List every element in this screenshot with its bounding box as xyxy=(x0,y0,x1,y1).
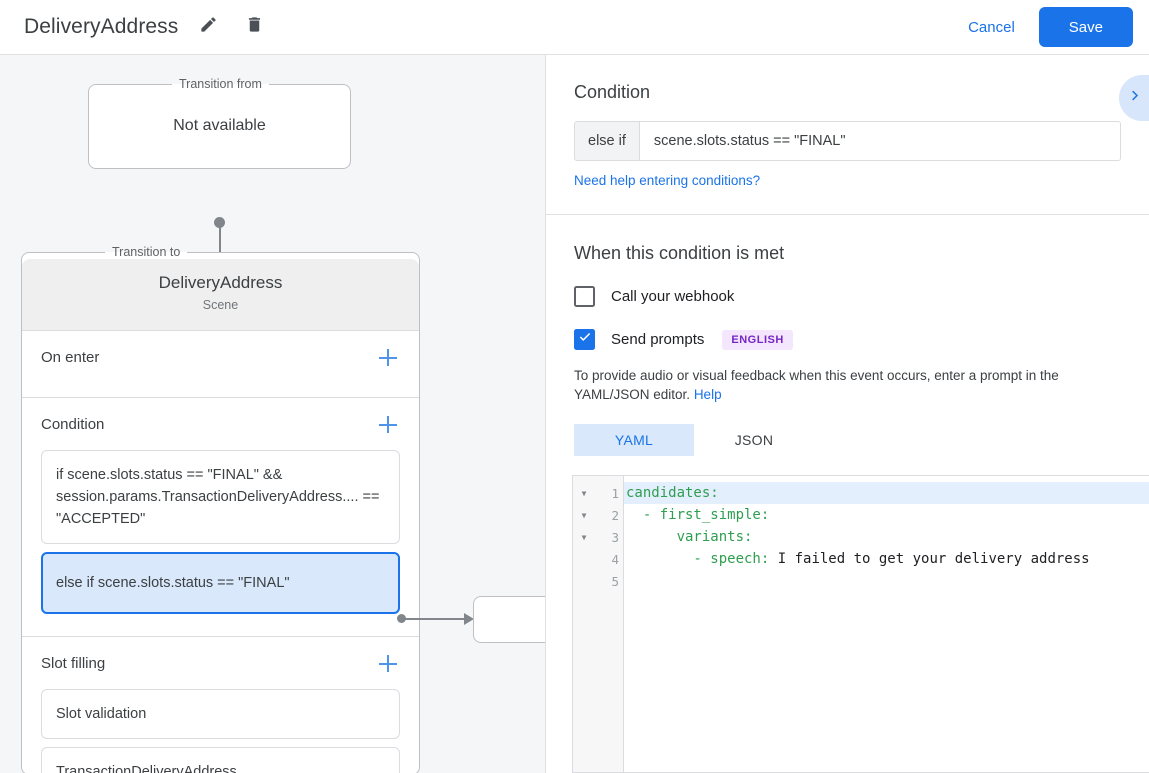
branch-connector-dot xyxy=(397,614,406,623)
section-slot-filling: Slot filling Slot validation Transaction… xyxy=(22,637,419,773)
editor-code-line xyxy=(624,570,1149,592)
prompts-help-link[interactable]: Help xyxy=(693,387,722,402)
editor-gutter-line: 5 xyxy=(573,570,623,592)
scene-type: Scene xyxy=(202,298,239,312)
fold-triangle-icon[interactable]: ▼ xyxy=(581,532,587,542)
transition-from-legend: Transition from xyxy=(179,77,262,91)
editor-line-number: 3 xyxy=(611,529,619,545)
section-condition-head: Condition xyxy=(41,398,400,450)
save-button[interactable]: Save xyxy=(1038,7,1133,47)
collapse-panel-button[interactable] xyxy=(1119,75,1149,121)
chevron-right-icon xyxy=(1127,88,1142,108)
section-slot-filling-head: Slot filling xyxy=(41,637,400,689)
webhook-row[interactable]: Call your webhook xyxy=(574,286,1121,307)
condition-help-link[interactable]: Need help entering conditions? xyxy=(574,173,761,188)
section-on-enter-head: On enter xyxy=(41,331,400,383)
editor-line-number: 1 xyxy=(611,485,619,501)
cancel-button[interactable]: Cancel xyxy=(954,11,1029,44)
editor-line-number: 5 xyxy=(611,573,619,589)
send-prompts-checkbox[interactable] xyxy=(574,329,595,350)
condition-section-title: Condition xyxy=(574,82,651,102)
fold-triangle-icon[interactable]: ▼ xyxy=(581,510,587,520)
fold-triangle-icon[interactable]: ▼ xyxy=(581,488,587,498)
branch-connector-line xyxy=(405,618,467,620)
section-slot-filling-title: Slot filling xyxy=(41,654,106,672)
condition-item[interactable]: if scene.slots.status == "FINAL" && sess… xyxy=(41,450,400,544)
send-prompts-label: Send prompts xyxy=(611,331,705,348)
trash-icon xyxy=(245,15,264,39)
yaml-key: candidates: xyxy=(626,485,719,501)
yaml-value: I failed to get your delivery address xyxy=(769,551,1090,567)
scene-header: DeliveryAddress Scene xyxy=(22,259,419,331)
section-condition: Condition if scene.slots.status == "FINA… xyxy=(22,398,419,637)
add-condition-icon[interactable] xyxy=(376,412,400,436)
condition-operator-label: else if xyxy=(575,122,640,160)
prompts-helper-sentence: To provide audio or visual feedback when… xyxy=(574,368,1059,402)
flow-canvas[interactable]: Transition from Not available Transition… xyxy=(0,55,545,773)
condition-input-row[interactable]: else if scene.slots.status == "FINAL" xyxy=(574,121,1121,161)
connector-dot xyxy=(214,217,225,228)
details-pane: Condition else if scene.slots.status == … xyxy=(546,55,1149,773)
branch-target-node[interactable] xyxy=(473,596,545,643)
add-on-enter-icon[interactable] xyxy=(376,345,400,369)
transition-to-node[interactable]: Transition to DeliveryAddress Scene On e… xyxy=(21,245,420,773)
condition-item-selected[interactable]: else if scene.slots.status == "FINAL" xyxy=(41,552,400,614)
editor-code-area[interactable]: candidates: - first_simple: variants: - … xyxy=(624,476,1149,772)
transition-to-legend: Transition to xyxy=(112,245,181,259)
when-condition-met-section: When this condition is met Call your web… xyxy=(546,215,1149,456)
pane-divider xyxy=(545,55,546,773)
call-webhook-checkbox[interactable] xyxy=(574,286,595,307)
transition-from-node[interactable]: Transition from Not available xyxy=(88,77,351,169)
section-condition-title: Condition xyxy=(41,415,105,433)
section-separator xyxy=(546,214,1149,215)
check-icon xyxy=(578,330,592,349)
condition-section: Condition else if scene.slots.status == … xyxy=(546,55,1149,190)
edit-name-button[interactable] xyxy=(192,11,224,43)
editor-gutter-line: ▼3 xyxy=(573,526,623,548)
branch-connector-arrow-icon xyxy=(464,613,474,625)
editor-line-number: 2 xyxy=(611,507,619,523)
tab-json[interactable]: JSON xyxy=(734,432,774,448)
scene-name: DeliveryAddress xyxy=(158,273,283,292)
editor-code-line: candidates: xyxy=(624,482,1149,504)
yaml-key: - first_simple: xyxy=(626,507,770,523)
editor-line-number: 4 xyxy=(611,551,619,567)
editor-code-line: variants: xyxy=(624,526,1149,548)
top-bar: DeliveryAddress Cancel Save xyxy=(0,0,1149,55)
format-tabs: YAML JSON xyxy=(574,424,1121,456)
editor-gutter-line: ▼1 xyxy=(573,482,623,504)
yaml-key: - speech: xyxy=(626,551,770,567)
language-badge: ENGLISH xyxy=(722,329,793,350)
add-slot-filling-icon[interactable] xyxy=(376,651,400,675)
yaml-key: variants: xyxy=(626,529,753,545)
editor-code-line: - first_simple: xyxy=(624,504,1149,526)
editor-gutter-line: 4 xyxy=(573,548,623,570)
call-webhook-label: Call your webhook xyxy=(611,288,735,305)
when-condition-met-title: When this condition is met xyxy=(574,243,785,263)
condition-expression-input[interactable]: scene.slots.status == "FINAL" xyxy=(639,122,1120,160)
transition-from-value: Not available xyxy=(173,116,266,134)
editor-gutter-line: ▼2 xyxy=(573,504,623,526)
slot-filling-item[interactable]: TransactionDeliveryAddress xyxy=(41,747,400,773)
pencil-icon xyxy=(199,15,218,39)
prompts-helper-text: To provide audio or visual feedback when… xyxy=(574,366,1121,404)
delete-button[interactable] xyxy=(238,11,270,43)
section-on-enter-title: On enter xyxy=(41,348,100,366)
tab-yaml[interactable]: YAML xyxy=(574,424,694,456)
section-on-enter: On enter xyxy=(22,331,419,398)
page-title: DeliveryAddress xyxy=(24,15,179,38)
editor-code-line: - speech: I failed to get your delivery … xyxy=(624,548,1149,570)
send-prompts-row[interactable]: Send prompts ENGLISH xyxy=(574,329,1121,350)
slot-filling-item[interactable]: Slot validation xyxy=(41,689,400,739)
